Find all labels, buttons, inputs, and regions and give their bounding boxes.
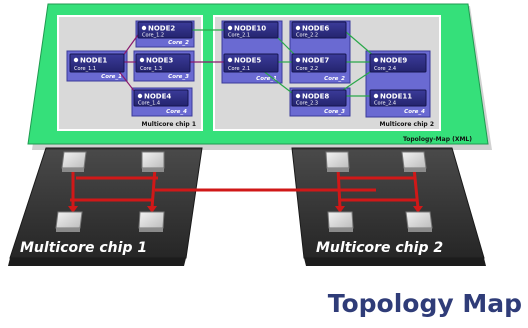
node-node6: NODE6 Core_2.2: [291, 21, 347, 39]
node-icon: [295, 93, 301, 99]
node-name: NODE4: [144, 93, 171, 101]
node-node5: NODE5 Core_2.1: [223, 53, 279, 73]
node-node1: NODE1 Core_1.1: [69, 53, 125, 73]
node-icon: [295, 25, 301, 31]
arrow-c1-bl: [68, 206, 78, 213]
chip-1-core-3-label: Core_3: [168, 74, 189, 80]
bus-chip2-left-vertical: [336, 167, 342, 209]
chip-2-core-2-label: Core_2: [324, 76, 345, 82]
node-core: Core_1.3: [140, 66, 162, 72]
node-core: Core_1.4: [138, 101, 160, 107]
chip-1-core-4-label: Core_4: [166, 109, 187, 115]
chip-2-nodes: NODE10 Core_2.1 NODE5 Core_2.1 NODE6 Cor…: [223, 21, 427, 107]
node-core: Core_2.1: [228, 33, 250, 39]
chip-1-floor-edge: [8, 258, 186, 266]
node-name: NODE6: [302, 25, 329, 33]
node-name: NODE7: [302, 57, 329, 65]
map-label: Topology-Map (XML): [403, 136, 472, 143]
node-name: NODE8: [302, 93, 329, 101]
chip-1-cores: [55, 151, 165, 232]
link-node6-node9: [345, 31, 375, 57]
node-node3: NODE3 Core_1.3: [135, 53, 191, 73]
interconnect-bus: [70, 167, 420, 209]
chip-2-core-cube: [325, 151, 350, 172]
hardware-chip-2: Multicore chip 2: [291, 147, 486, 266]
map-chip-2-label: Multicore chip 2: [380, 121, 434, 128]
link-node5-node8: [261, 69, 297, 97]
node-icon: [295, 57, 301, 63]
chip-2-floor-label: Multicore chip 2: [316, 240, 443, 256]
node-icon: [139, 57, 145, 63]
node-core: Core_2.1: [228, 66, 250, 72]
node-icon: [227, 25, 233, 31]
node-core: Core_1.2: [142, 33, 164, 39]
arrow-c2-br: [413, 206, 423, 213]
node-icon: [373, 57, 379, 63]
node-core: Core_2.3: [296, 101, 318, 107]
node-core: Core_2.2: [296, 33, 318, 39]
arrow-c2-bl: [335, 206, 345, 213]
node-core: Core_1.1: [74, 66, 96, 72]
map-chip-1-label: Multicore chip 1: [142, 121, 196, 128]
node-name: NODE5: [234, 57, 261, 65]
chip-2-core-4-label: Core_4: [404, 109, 425, 115]
headline: Topology Map: [328, 289, 522, 318]
bus-chip2-right-vertical: [412, 167, 420, 209]
chip-1-core-cube: [55, 211, 83, 232]
node-icon: [73, 57, 79, 63]
node-icon: [373, 93, 379, 99]
node-name: NODE2: [148, 25, 175, 33]
node-node10: NODE10 Core_2.1: [223, 21, 279, 39]
node-core: Core_2.4: [374, 101, 396, 107]
chip-1-core-1-label: Core_1: [101, 74, 122, 80]
node-core: Core_2.2: [296, 66, 318, 72]
node-icon: [227, 57, 233, 63]
chip-1-floor-label: Multicore chip 1: [20, 240, 147, 256]
chip-2-cores: [325, 151, 433, 232]
chip-2-floor-edge: [304, 258, 486, 266]
node-name: NODE11: [380, 93, 412, 101]
hardware-chip-1: Multicore chip 1: [8, 147, 203, 266]
chip-2-core-1-label: Core_1: [256, 76, 277, 82]
arrow-c1-br: [147, 206, 157, 213]
chip-1-core-cube: [61, 151, 87, 172]
node-name: NODE9: [380, 57, 407, 65]
chip-2-core-cube: [401, 151, 427, 172]
chip-1-core-cube: [138, 211, 165, 232]
link-node10-node7: [275, 35, 297, 57]
node-core: Core_2.4: [374, 66, 396, 72]
node-node2: NODE2 Core_1.2: [137, 21, 193, 39]
node-node4: NODE4 Core_1.4: [133, 89, 189, 107]
node-node11: NODE11 Core_2.4: [369, 89, 427, 107]
chip-2-core-cube: [405, 211, 433, 232]
node-icon: [137, 93, 143, 99]
chip-1-nodes: NODE1 Core_1.1 NODE2 Core_1.2 NODE3 Core…: [69, 21, 193, 107]
chip-1-core-2-label: Core_2: [168, 40, 189, 46]
chip-2-core-cube: [327, 211, 354, 232]
chip-1-core-cube: [141, 151, 165, 172]
node-icon: [141, 25, 147, 31]
node-name: NODE1: [80, 57, 107, 65]
chip-2-core-3-label: Core_3: [324, 109, 345, 115]
node-node9: NODE9 Core_2.4: [369, 53, 427, 73]
node-node8: NODE8 Core_2.3: [291, 89, 347, 107]
node-node7: NODE7 Core_2.2: [291, 53, 347, 73]
bus-chip1-right-vertical: [150, 167, 157, 209]
node-name: NODE3: [146, 57, 173, 65]
node-name: NODE10: [234, 25, 266, 33]
